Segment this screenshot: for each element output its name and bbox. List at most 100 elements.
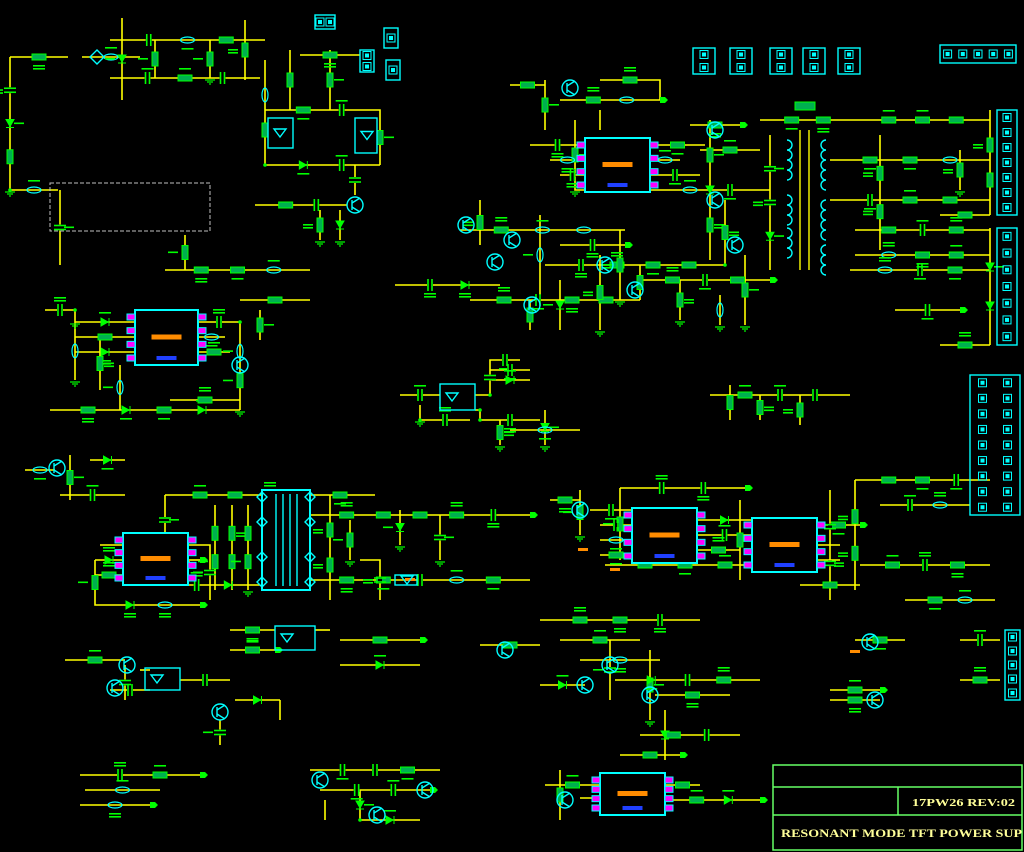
ic-label-mark <box>617 791 648 796</box>
component-label-mark <box>973 147 983 149</box>
connector-pin <box>847 52 851 57</box>
component-label-mark <box>86 485 99 487</box>
transistor-leads <box>491 254 501 270</box>
connector-housing <box>1004 629 1021 701</box>
ic-pin-outline <box>623 525 633 533</box>
resistor <box>642 751 658 759</box>
ic-pin-outline <box>126 313 136 321</box>
diode <box>505 375 515 385</box>
component-label-mark <box>103 547 115 549</box>
capacitor-gap <box>417 578 423 582</box>
ic-chip <box>114 532 197 586</box>
transistor-symbol <box>457 216 475 234</box>
connector-pin-box <box>736 63 746 72</box>
resistor <box>645 261 661 269</box>
connector-pin-box <box>1002 143 1012 152</box>
component-label-mark <box>686 706 699 708</box>
capacitor-gap <box>117 773 123 777</box>
ic-pin <box>744 522 752 528</box>
component-label-mark <box>64 226 74 229</box>
resistor <box>948 226 964 234</box>
ic-pin <box>697 539 705 546</box>
resistor <box>885 561 900 569</box>
component-label-mark <box>647 273 659 275</box>
ic-pin-outline <box>623 538 633 546</box>
jumper-connector <box>837 47 861 75</box>
resistor <box>181 245 189 260</box>
component-label-mark <box>213 309 225 311</box>
resistor <box>676 292 684 308</box>
capacitor-gap <box>390 788 397 792</box>
connector-pin-box <box>1003 424 1012 434</box>
component-label-mark <box>863 175 873 177</box>
transistor-leads <box>566 80 576 96</box>
diode <box>460 280 470 290</box>
transistor-leads <box>581 677 591 693</box>
diode <box>125 600 135 610</box>
connector-pin-box <box>844 50 854 59</box>
optocoupler-led <box>279 633 295 644</box>
component-label-mark <box>959 590 971 592</box>
transistor-leads <box>871 692 881 708</box>
resistor <box>193 266 209 274</box>
transistor-body <box>311 771 329 789</box>
resistor <box>261 122 269 138</box>
component-label-mark <box>904 168 916 170</box>
transformer-pin <box>256 576 268 588</box>
connector-pin <box>980 489 985 494</box>
component-label-mark <box>879 257 891 259</box>
component-label-mark <box>654 631 666 633</box>
jumper-connector <box>802 47 826 75</box>
ic-pin <box>115 575 123 581</box>
transistor-symbol <box>311 771 329 789</box>
capacitor-gap <box>219 76 226 80</box>
ic-pin <box>817 548 825 555</box>
transformer-pin <box>256 491 268 503</box>
component-label-mark <box>864 168 876 170</box>
capacitor-gap <box>488 374 492 381</box>
ic-reference-mark <box>774 563 795 567</box>
ic-pin <box>697 525 705 532</box>
component-label-mark <box>729 234 739 237</box>
optocoupler-led <box>149 674 165 685</box>
component-label-mark <box>179 68 191 70</box>
component-label-mark <box>863 210 873 213</box>
component-label-mark <box>450 505 463 507</box>
component-label-mark <box>504 431 514 434</box>
component-label-mark <box>444 536 454 539</box>
ferrite-bead <box>114 786 131 794</box>
ic-pin-outline <box>743 561 753 569</box>
component-label-mark <box>614 631 626 633</box>
ic-pin-outline <box>649 168 659 176</box>
capacitor-gap <box>163 517 167 523</box>
capacitor-gap <box>313 203 320 207</box>
ic-pin-outline <box>623 511 633 519</box>
component-label-mark <box>916 263 929 265</box>
transistor-body <box>641 686 659 704</box>
resistor <box>881 226 897 234</box>
main-transformer <box>256 489 316 591</box>
connector-pin <box>812 52 816 57</box>
net-label-mark <box>578 548 588 551</box>
transformer-secondary-coil <box>820 199 827 241</box>
transistor-symbol <box>561 79 579 97</box>
connector-housing <box>359 49 375 73</box>
transformer-primary-coil <box>786 194 793 226</box>
component-label-mark <box>614 628 626 630</box>
transistor-symbol <box>601 656 619 674</box>
ferrite-bead <box>932 501 948 509</box>
diode <box>375 660 385 670</box>
ic-pin <box>665 795 673 802</box>
ferrite-bead <box>116 379 124 396</box>
resistor <box>756 400 764 415</box>
component-label-mark <box>849 708 861 710</box>
ic-pin-outline <box>743 534 753 542</box>
drawing-title: RESONANT MODE TFT POWER SUP <box>781 826 1022 840</box>
junction-dot <box>358 818 362 822</box>
ic-pin <box>665 805 673 811</box>
ic-pin <box>592 795 600 802</box>
component-label-mark <box>231 278 244 280</box>
optocoupler <box>354 117 378 154</box>
component-label-mark <box>333 539 343 541</box>
resistor <box>228 525 236 541</box>
